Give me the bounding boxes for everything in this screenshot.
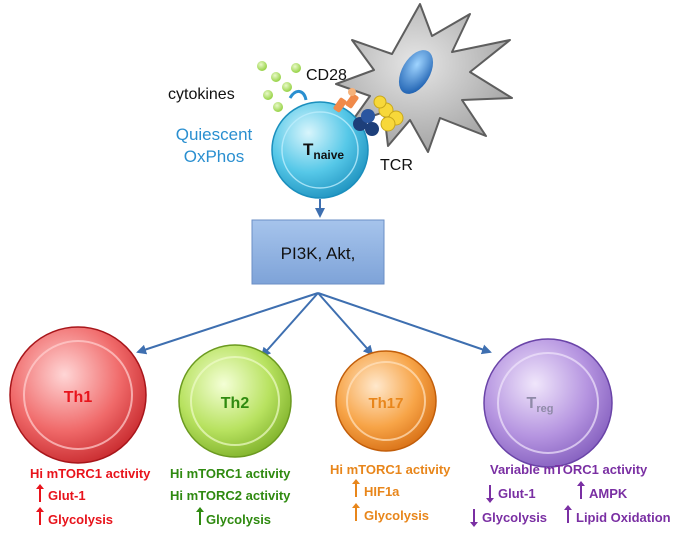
treg-annotations: Variable mTORC1 activity Glut-1 AMPK Gly… — [470, 462, 671, 527]
th17-line-2: HIF1a — [364, 484, 400, 499]
th2-cell: Th2 — [178, 344, 292, 458]
arrow-head-icon — [36, 507, 44, 512]
th17-line-1: Hi mTORC1 activity — [330, 462, 451, 477]
th17-annotations: Hi mTORC1 activity HIF1a Glycolysis — [330, 462, 451, 523]
tcr-label: TCR — [380, 157, 413, 174]
state-line-1: Quiescent — [176, 125, 253, 144]
pathway-box — [251, 219, 385, 285]
th2-annotations: Hi mTORC1 activity Hi mTORC2 activity Gl… — [170, 466, 291, 527]
treg-line-2: Glut-1 — [498, 486, 536, 501]
arrow-head-icon — [470, 522, 478, 527]
arrow-head-icon — [486, 498, 494, 503]
th17-label: Th17 — [368, 395, 403, 412]
arrow-head-icon — [352, 503, 360, 508]
arrow-head-icon — [36, 484, 44, 489]
cytokine-dots-icon — [257, 61, 301, 112]
treg-line-5: Lipid Oxidation — [576, 510, 671, 525]
arrow-to-treg — [317, 292, 492, 355]
th1-line-2: Glut-1 — [48, 488, 86, 503]
arrow-head-icon — [196, 507, 204, 512]
tcr-complex-icon — [353, 95, 404, 136]
treg-label: Treg — [527, 395, 554, 415]
th1-cell: Th1 — [9, 326, 147, 464]
treg-line-1: Variable mTORC1 activity — [490, 462, 648, 477]
t-naive-cell: Tnaive — [271, 88, 404, 199]
cd28-receptor-icon — [333, 88, 359, 113]
nucleus-icon — [398, 50, 434, 94]
pathway-label: PI3K, Akt, — [281, 244, 356, 263]
th1-annotations: Hi mTORC1 activity Glut-1 Glycolysis — [30, 466, 151, 527]
t-naive-label: Tnaive — [303, 140, 344, 162]
th2-line-2: Hi mTORC2 activity — [170, 488, 291, 503]
dendritic-cell-icon — [335, 3, 513, 153]
cytokines-label: cytokines — [168, 86, 235, 103]
arrow-to-th1 — [136, 292, 319, 355]
th1-label: Th1 — [64, 389, 93, 406]
th2-line-1: Hi mTORC1 activity — [170, 466, 291, 481]
arrow-head-icon — [352, 479, 360, 484]
th17-cell: Th17 — [335, 350, 437, 452]
branch-arrows — [136, 292, 492, 358]
th1-line-1: Hi mTORC1 activity — [30, 466, 151, 481]
cd28-label: CD28 — [306, 67, 347, 84]
treg-cell: Treg — [483, 338, 613, 468]
th2-label: Th2 — [221, 395, 250, 412]
arrow-to-th2 — [260, 292, 319, 358]
treg-line-3: AMPK — [589, 486, 628, 501]
arrow-head-icon — [564, 505, 572, 510]
th1-line-3: Glycolysis — [48, 512, 113, 527]
arrow-to-th17 — [317, 292, 374, 356]
cytokine-receptor-icon — [288, 90, 308, 101]
state-line-2: OxPhos — [184, 147, 244, 166]
th2-line-3: Glycolysis — [206, 512, 271, 527]
th17-line-3: Glycolysis — [364, 508, 429, 523]
arrow-head-icon — [577, 481, 585, 486]
treg-line-4: Glycolysis — [482, 510, 547, 525]
